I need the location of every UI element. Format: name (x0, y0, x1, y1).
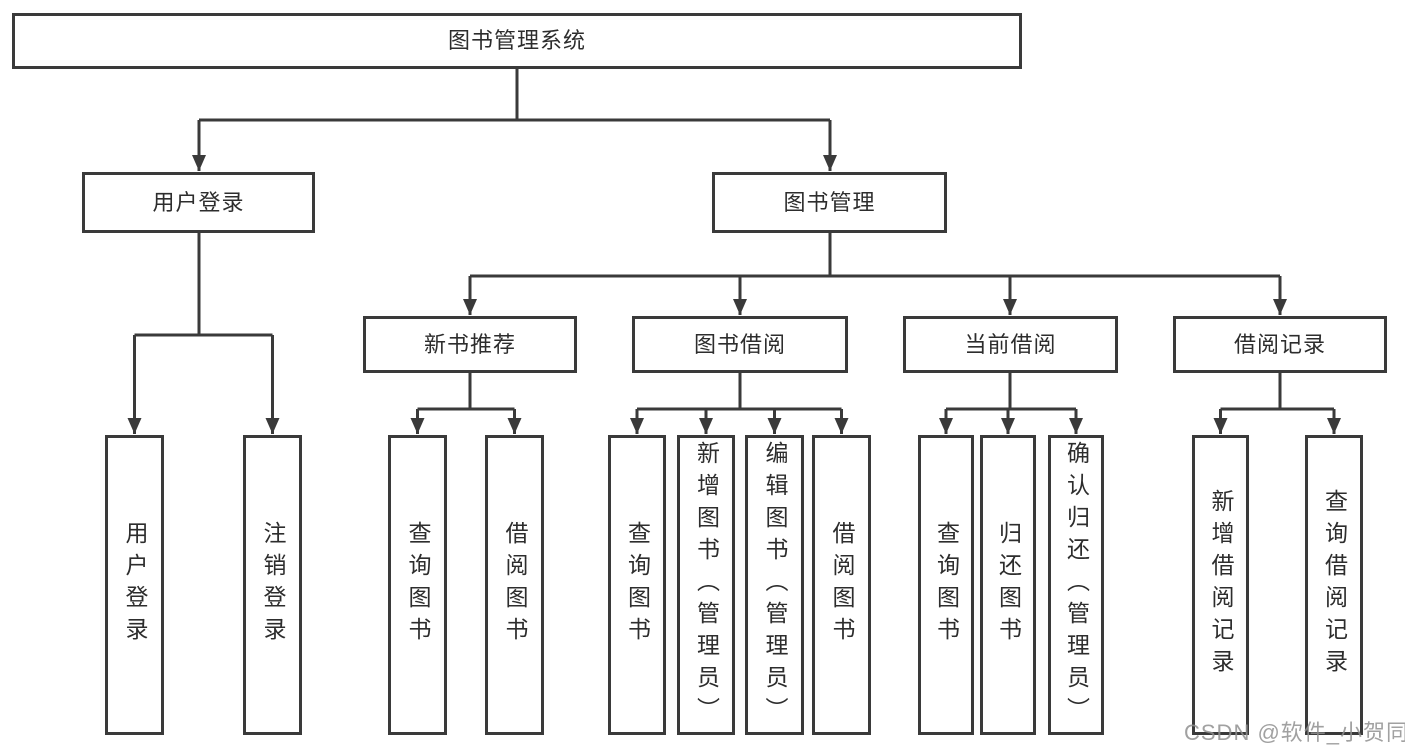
node-book-management: 图书管理 (712, 172, 947, 233)
leaf-query-books-current: 查询图书 (918, 435, 974, 735)
node-label: 图书管理 (783, 189, 876, 215)
node-label: 用户登录 (122, 521, 148, 649)
node-label: 借阅记录 (1233, 331, 1326, 357)
node-label: 借阅图书 (502, 521, 528, 649)
leaf-borrow-books-borrowing: 借阅图书 (812, 435, 871, 735)
leaf-add-borrow-record: 新增借阅记录 (1192, 435, 1249, 735)
node-book-borrowing: 图书借阅 (632, 316, 848, 373)
leaf-confirm-return-admin: 确认归还（管理员） (1048, 435, 1104, 735)
node-label: 注销登录 (260, 521, 286, 649)
node-label: 借阅图书 (829, 521, 855, 649)
leaf-borrow-books-recommend: 借阅图书 (485, 435, 544, 735)
leaf-query-books-recommend: 查询图书 (388, 435, 447, 735)
node-label: 归还图书 (995, 521, 1022, 649)
leaf-query-books-borrowing: 查询图书 (608, 435, 666, 735)
node-label: 查询图书 (624, 521, 651, 649)
node-label: 当前借阅 (964, 331, 1057, 357)
node-library-management-system: 图书管理系统 (12, 13, 1022, 69)
node-current-borrowing: 当前借阅 (903, 316, 1118, 373)
leaf-edit-books-admin: 编辑图书（管理员） (745, 435, 804, 735)
leaf-logout-login: 注销登录 (243, 435, 302, 735)
node-borrowing-records: 借阅记录 (1173, 316, 1387, 373)
watermark: CSDN @软件_小贺同学 (1184, 720, 1405, 745)
node-label: 查询图书 (933, 521, 960, 649)
node-label: 确认归还（管理员） (1063, 441, 1090, 729)
leaf-user-login: 用户登录 (105, 435, 164, 735)
node-label: 编辑图书（管理员） (762, 441, 788, 729)
node-label: 新增借阅记录 (1208, 489, 1234, 681)
node-label: 图书借阅 (693, 331, 786, 357)
leaf-add-books-admin: 新增图书（管理员） (677, 435, 735, 735)
node-label: 查询图书 (405, 521, 431, 649)
node-new-book-recommendation: 新书推荐 (363, 316, 577, 373)
node-label: 图书管理系统 (447, 28, 586, 53)
node-label: 新书推荐 (423, 331, 516, 357)
node-label: 用户登录 (152, 189, 245, 215)
node-user-login: 用户登录 (82, 172, 315, 233)
node-label: 查询借阅记录 (1321, 489, 1348, 681)
node-label: 新增图书（管理员） (693, 441, 720, 729)
leaf-query-borrow-record: 查询借阅记录 (1305, 435, 1363, 735)
leaf-return-books: 归还图书 (980, 435, 1036, 735)
